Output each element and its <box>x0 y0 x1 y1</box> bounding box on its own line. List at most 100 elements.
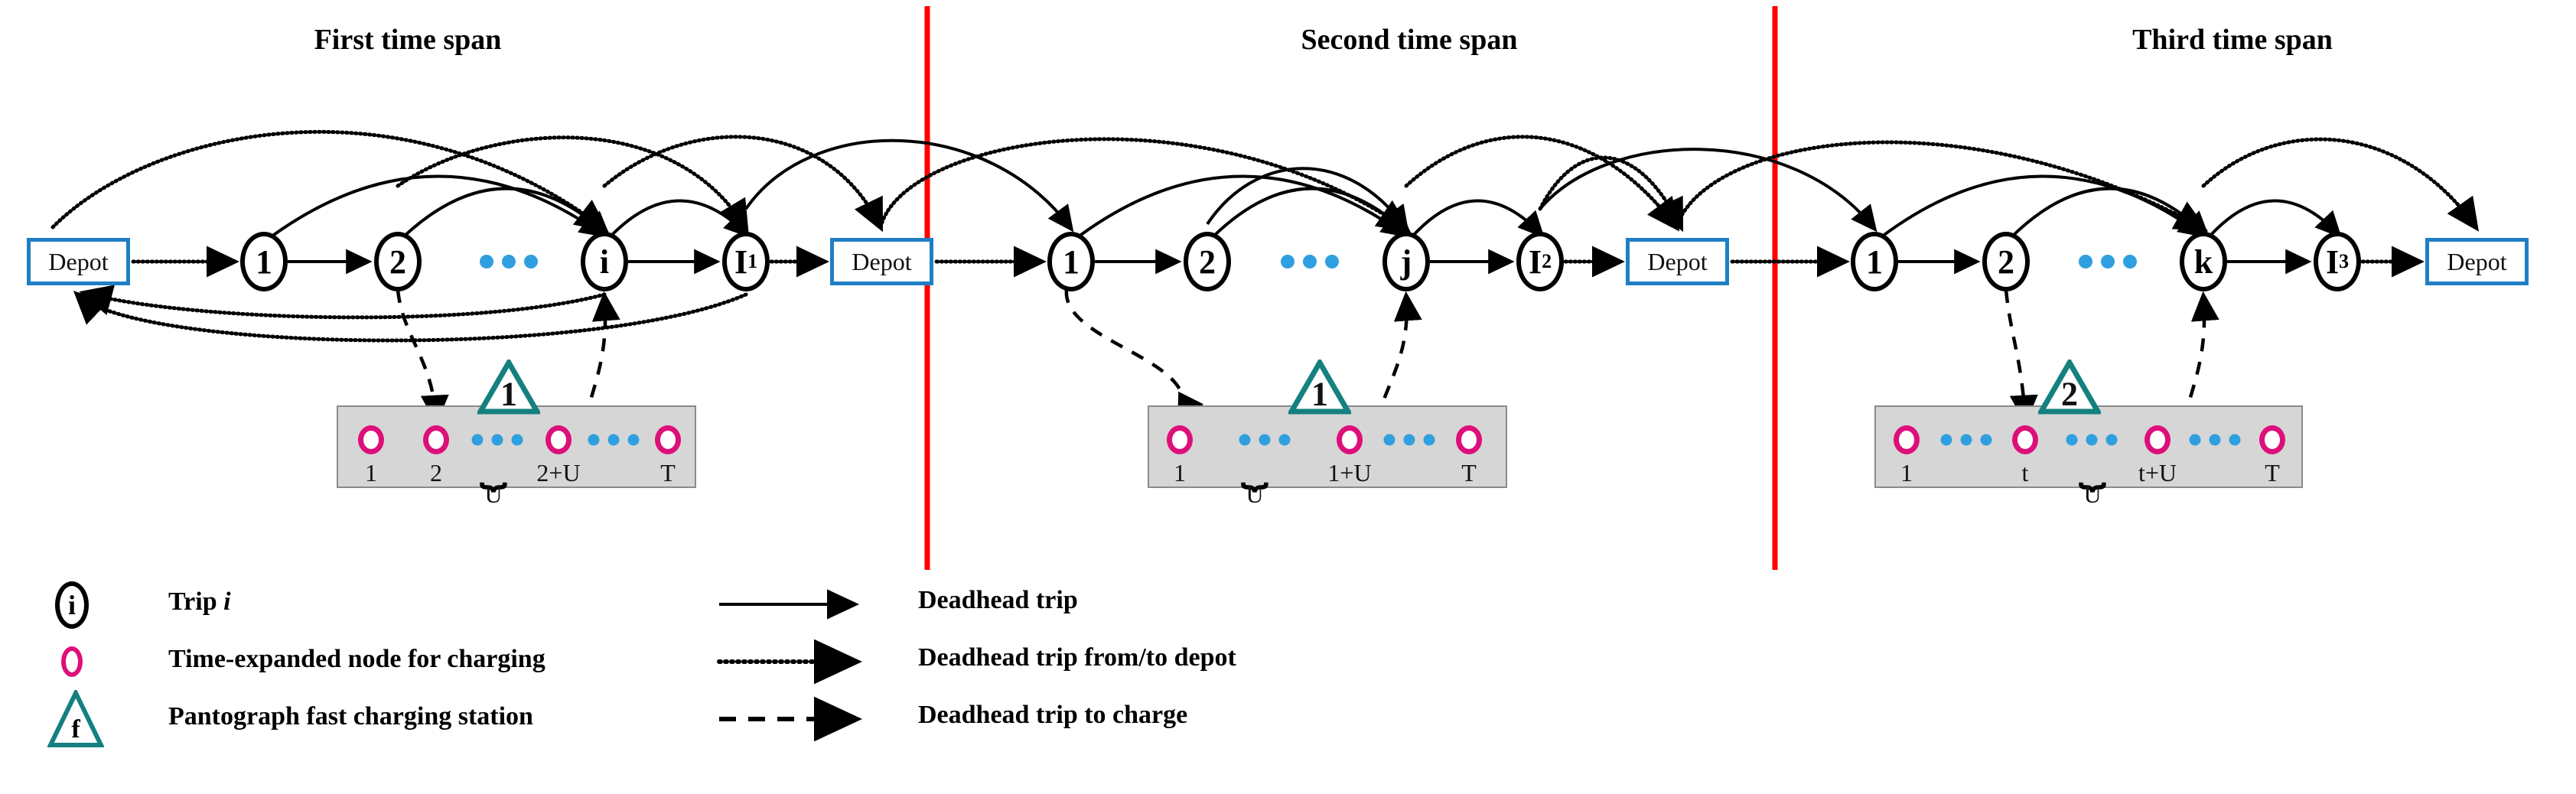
span-ellipsis-1 <box>480 255 538 268</box>
legend-text-italic: i <box>223 587 231 616</box>
ellipsis-dot <box>502 255 516 268</box>
edge-dashed <box>2175 291 2219 444</box>
edge-solid <box>2208 199 2342 239</box>
ellipsis-dot <box>2209 434 2221 446</box>
ellipsis-dot <box>1403 434 1415 446</box>
edge-solid <box>1539 148 1877 233</box>
ellipsis-dot <box>511 434 523 446</box>
edge-dashed <box>2004 289 2038 425</box>
charging-brace-label: U <box>484 480 503 508</box>
span-ellipsis-3 <box>2079 255 2137 268</box>
trip-node-first-i[interactable]: i <box>581 232 628 291</box>
edge-solid <box>402 187 611 238</box>
depot-box-3[interactable]: Depot <box>1626 238 1729 285</box>
charging-brace-label: U <box>1246 480 1264 508</box>
edge-dotted <box>396 135 749 234</box>
legend-solid-arrow-label: Deadhead trip <box>918 586 1078 614</box>
depot-box-1[interactable]: Depot <box>27 238 130 285</box>
charging-node-label: 1 <box>1174 459 1186 486</box>
span-title-2: Second time span <box>1301 24 1518 56</box>
trip-node-third-1[interactable]: 1 <box>1851 232 1898 291</box>
edge-solid <box>609 199 751 238</box>
ellipsis-dot <box>471 434 484 446</box>
ellipsis-dot <box>1303 255 1317 268</box>
ellipsis-dot <box>2123 255 2137 268</box>
ellipsis-dot <box>2066 434 2077 446</box>
edge-dotted <box>878 137 1411 232</box>
edge-solid <box>1881 174 2206 238</box>
ellipsis-dot <box>1259 434 1271 446</box>
depot-box-4[interactable]: Depot <box>2425 238 2529 285</box>
ellipsis-dot <box>2229 434 2241 446</box>
trip-node-label: I <box>734 242 748 281</box>
charging-node-T[interactable] <box>1456 425 1482 454</box>
charging-node-t[interactable] <box>2012 425 2038 454</box>
depot-label: Depot <box>48 247 109 275</box>
legend-charging-node-icon <box>61 646 83 677</box>
trip-node-first-1[interactable]: 1 <box>240 232 288 291</box>
edge-solid <box>2011 187 2210 238</box>
trip-node-subscript: 1 <box>747 250 758 272</box>
trip-node-label: j <box>1400 242 1412 281</box>
ellipsis-dot <box>1325 255 1339 268</box>
trip-node-third-2[interactable]: 2 <box>1982 232 2030 291</box>
charging-node-label: 1 <box>365 459 377 486</box>
charging-node-1plusU[interactable] <box>1337 425 1363 454</box>
ellipsis-dot <box>1960 434 1972 446</box>
ellipsis-dot <box>1940 434 1952 446</box>
edge-dotted <box>50 129 609 233</box>
trip-node-label: I <box>2325 242 2340 281</box>
edge-dotted <box>1538 155 1684 233</box>
ellipsis-dot <box>2101 255 2115 268</box>
trip-node-subscript: 3 <box>2339 250 2350 272</box>
trip-node-first-2[interactable]: 2 <box>374 232 422 291</box>
ellipsis-dot <box>588 434 599 446</box>
pantograph-triangle-icon <box>2036 357 2103 415</box>
charging-ellipsis <box>2189 434 2241 446</box>
edge-dotted <box>79 285 607 320</box>
edge-dashed <box>1367 291 1422 444</box>
trip-node-label: k <box>2193 242 2213 281</box>
charging-node-T[interactable] <box>2259 425 2285 454</box>
charging-node-2[interactable] <box>423 425 449 454</box>
ellipsis-dot <box>607 434 619 446</box>
depot-box-2[interactable]: Depot <box>830 238 933 285</box>
trip-node-third-k[interactable]: k <box>2180 232 2227 291</box>
charging-node-label: 1 <box>1900 459 1913 486</box>
ellipsis-dot <box>1383 434 1395 446</box>
trip-node-label: 2 <box>1998 242 2014 281</box>
trip-node-second-2[interactable]: 2 <box>1184 232 1231 291</box>
charging-node-label: t <box>2021 459 2029 486</box>
trip-node-label: 2 <box>389 242 406 281</box>
trip-node-second-j[interactable]: j <box>1382 232 1430 291</box>
charging-ellipsis <box>1239 434 1291 446</box>
edge-dashed <box>1064 289 1204 425</box>
charging-node-tplusU[interactable] <box>2144 425 2171 454</box>
charging-node-label: 2+U <box>536 459 581 486</box>
edge-dotted <box>73 291 748 343</box>
ellipsis-dot <box>2105 434 2117 446</box>
charging-ellipsis <box>471 434 523 446</box>
edge-dashed <box>396 289 449 425</box>
charging-ellipsis <box>1383 434 1435 446</box>
charging-node-2plusU[interactable] <box>545 425 572 454</box>
ellipsis-dot <box>1239 434 1251 446</box>
pantograph-triangle-label: 1 <box>1311 375 1328 413</box>
trip-node-label: 2 <box>1199 242 1216 281</box>
ellipsis-dot <box>1278 434 1291 446</box>
charging-node-1[interactable] <box>1894 425 1920 454</box>
edge-dotted <box>602 135 884 233</box>
charging-node-T[interactable] <box>655 425 681 454</box>
trip-node-second-1[interactable]: 1 <box>1047 232 1095 291</box>
charging-ellipsis <box>2066 434 2117 446</box>
legend-trip-label: Trip i <box>168 587 231 617</box>
charging-node-label: 2 <box>430 459 442 486</box>
edge-dotted <box>1404 135 1680 232</box>
charging-node-1[interactable] <box>358 425 384 454</box>
charging-node-label: T <box>2265 459 2280 486</box>
charging-node-label: T <box>1461 459 1477 486</box>
charging-node-1[interactable] <box>1167 425 1193 454</box>
